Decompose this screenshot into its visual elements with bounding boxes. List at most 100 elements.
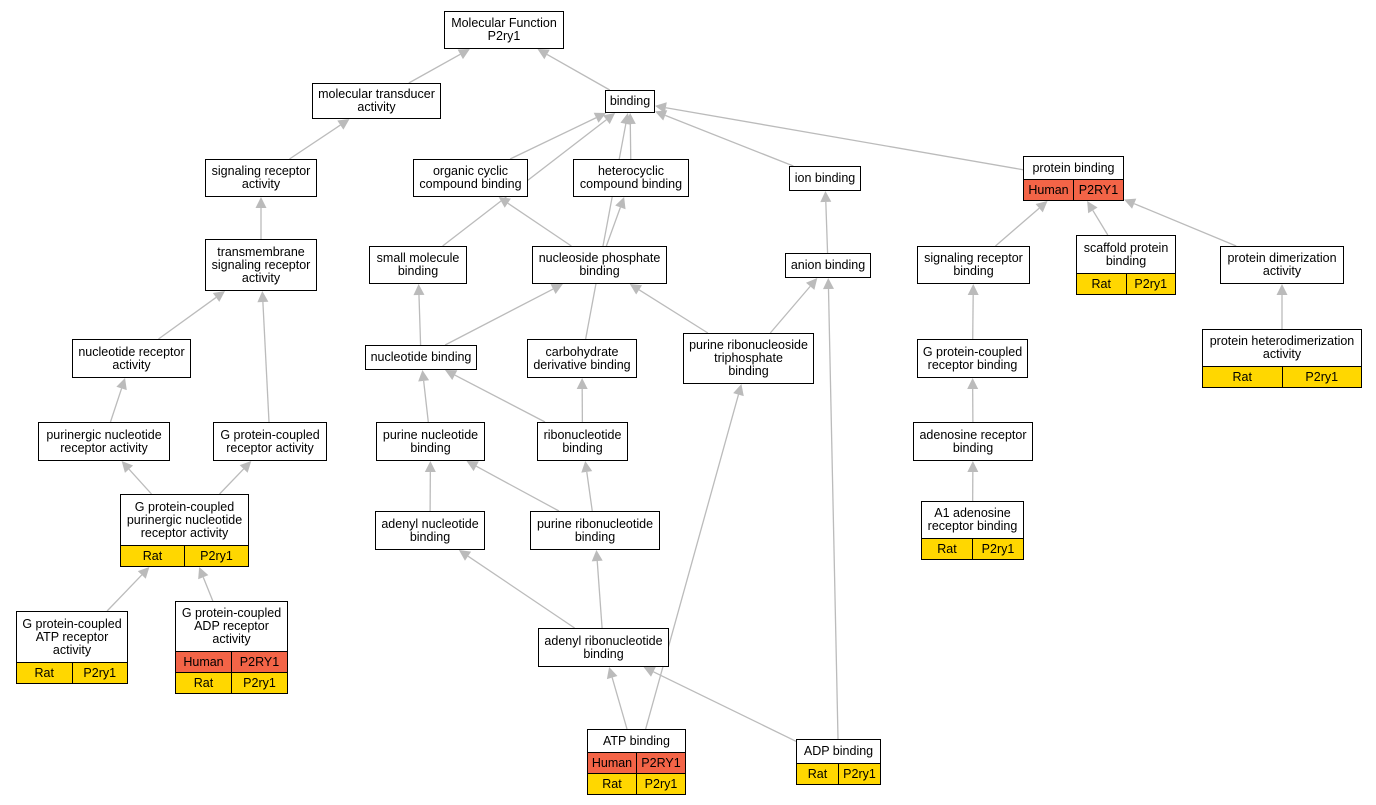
node-mta[interactable]: molecular transducer activity: [312, 83, 441, 119]
edge-srb-to-protb: [995, 207, 1040, 247]
node-label: ADP binding: [803, 744, 874, 758]
node-label: binding: [609, 94, 651, 108]
node-label: purinergic nucleotide receptor activity: [46, 427, 162, 455]
species-cell: Rat: [34, 666, 54, 680]
node-gpra[interactable]: G protein-coupled receptor activity: [213, 422, 327, 461]
node-anb[interactable]: anion binding: [785, 253, 871, 278]
edge-atpb-to-prtb: [645, 394, 740, 730]
arrowhead-smb: [413, 284, 425, 296]
node-anub[interactable]: adenyl nucleotide binding: [375, 511, 485, 550]
arrowhead-protb: [1124, 198, 1137, 209]
node-smb[interactable]: small molecule binding: [369, 246, 467, 284]
node-label: anion binding: [790, 258, 866, 272]
species-cell: Rat: [142, 549, 163, 563]
edge-protb-to-bind: [665, 107, 1024, 171]
species-cell: Rat: [1091, 277, 1111, 291]
node-label: protein binding: [1032, 160, 1115, 175]
node-rnb[interactable]: ribonucleotide binding: [537, 422, 628, 461]
arrowhead-hcb: [615, 197, 626, 210]
edge-gpadp-to-gppnra: [202, 576, 214, 602]
node-nb[interactable]: nucleotide binding: [365, 345, 477, 370]
arrowhead-gpra: [239, 461, 252, 473]
node-label: signaling receptor activity: [211, 164, 311, 191]
edge-nra-to-tsra: [158, 296, 217, 340]
node-label: G protein-coupled receptor binding: [922, 344, 1023, 372]
node-label: nucleoside phosphate binding: [538, 251, 661, 278]
node-label: scaffold protein binding: [1083, 240, 1169, 268]
species-cell: Rat: [807, 767, 828, 781]
node-label: G protein-coupled purinergic nucleotide …: [126, 499, 243, 540]
node-occb[interactable]: organic cyclic compound binding: [413, 159, 528, 197]
node-label: heterocyclic compound binding: [579, 164, 683, 191]
node-gprb[interactable]: G protein-coupled receptor binding: [917, 339, 1028, 378]
arrowhead-pda: [1276, 284, 1288, 295]
arrowhead-occb: [498, 197, 511, 208]
arrowhead-rnb: [581, 461, 593, 473]
arrowhead-prnb: [591, 550, 603, 562]
gene-cell: P2ry1: [972, 539, 1023, 559]
node-prtb[interactable]: purine ribonucleoside triphosphate bindi…: [683, 333, 814, 384]
arrowhead-protb: [1087, 201, 1098, 214]
node-label: protein heterodimerization activity: [1209, 334, 1355, 361]
node-pda[interactable]: protein dimerization activity: [1220, 246, 1344, 284]
node-prnb[interactable]: purine ribonucleotide binding: [530, 511, 660, 550]
node-label: small molecule binding: [376, 251, 460, 278]
node-label: protein dimerization activity: [1227, 251, 1337, 278]
node-npb[interactable]: nucleoside phosphate binding: [532, 246, 667, 284]
annotation-row-rat: Rat P2ry1: [1077, 273, 1175, 294]
gene-cell: P2ry1: [1125, 274, 1176, 294]
node-arnb[interactable]: adenyl ribonucleotide binding: [538, 628, 669, 667]
arrowhead-gprb: [967, 378, 979, 390]
node-mf[interactable]: Molecular Function P2ry1: [444, 11, 564, 49]
species-cell: Rat: [602, 777, 622, 791]
node-nra[interactable]: nucleotide receptor activity: [72, 339, 191, 378]
node-bind[interactable]: binding: [605, 90, 655, 113]
edge-anb-to-ionb: [825, 201, 829, 254]
edge-rnb-to-nb: [454, 374, 546, 423]
node-ionb[interactable]: ion binding: [789, 166, 861, 191]
arrowhead-nb: [418, 370, 430, 382]
arrowhead-gppnra: [198, 567, 209, 580]
arrowhead-anub: [458, 550, 472, 561]
node-label: transmembrane signaling receptor activit…: [211, 244, 311, 285]
edge-atpb-to-arnb: [611, 677, 628, 730]
arrowhead-bind: [603, 113, 616, 125]
edge-ionb-to-bind: [664, 114, 794, 167]
node-srb[interactable]: signaling receptor binding: [917, 246, 1030, 284]
arrowhead-bind: [655, 110, 668, 121]
arrowhead-cdb: [576, 378, 588, 390]
arrowhead-bind: [655, 102, 667, 114]
edge-mta-to-mf: [408, 53, 461, 84]
node-label: Molecular Function P2ry1: [451, 16, 557, 43]
node-sra[interactable]: signaling receptor activity: [205, 159, 317, 197]
node-cdb[interactable]: carbohydrate derivative binding: [527, 339, 637, 378]
arrowhead-anb: [822, 278, 834, 290]
node-tsra[interactable]: transmembrane signaling receptor activit…: [205, 239, 317, 291]
gene-cell: P2ry1: [636, 774, 685, 794]
node-label: adenyl nucleotide binding: [381, 516, 479, 544]
node-pnra[interactable]: purinergic nucleotide receptor activity: [38, 422, 170, 461]
node-arb[interactable]: adenosine receptor binding: [913, 422, 1033, 461]
edge-sra-to-mta: [289, 124, 341, 160]
gene-cell: P2ry1: [838, 764, 880, 784]
arrowhead-arnb: [606, 667, 618, 680]
node-pnb[interactable]: purine nucleotide binding: [376, 422, 485, 461]
node-gppnra[interactable]: G protein-coupled purinergic nucleotide …: [120, 494, 249, 567]
arrowhead-ionb: [820, 191, 832, 203]
node-hcb[interactable]: heterocyclic compound binding: [573, 159, 689, 197]
edge-arnb-to-anub: [467, 555, 575, 629]
